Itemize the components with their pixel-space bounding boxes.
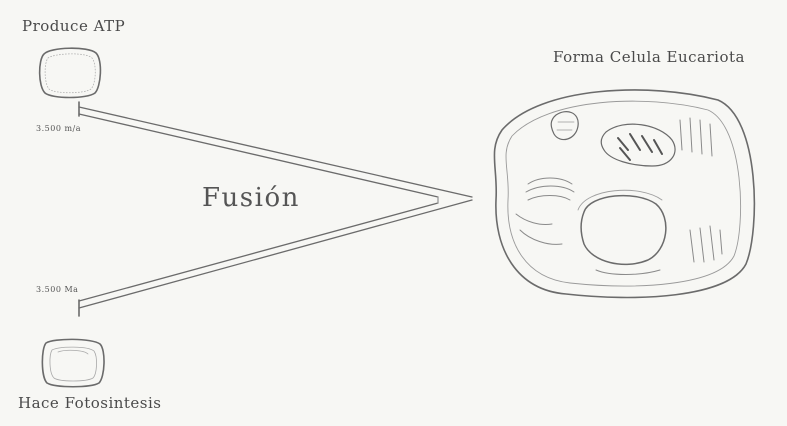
eukaryotic-cell: [494, 90, 754, 298]
chloroplast: [601, 124, 675, 166]
bottom-organism-cell: [42, 339, 104, 386]
mitochondrion: [551, 112, 578, 140]
top-organism-label: Produce ATP: [22, 17, 125, 35]
eukaryotic-cell-label: Forma Celula Eucariota: [553, 48, 745, 66]
fusion-label: Fusión: [202, 183, 300, 213]
nucleus: [581, 196, 666, 265]
bottom-organism-label: Hace Fotosintesis: [18, 394, 162, 412]
top-time-label: 3.500 m/a: [36, 124, 81, 133]
top-organism-cell: [40, 48, 101, 97]
bottom-time-label: 3.500 Ma: [36, 285, 78, 294]
